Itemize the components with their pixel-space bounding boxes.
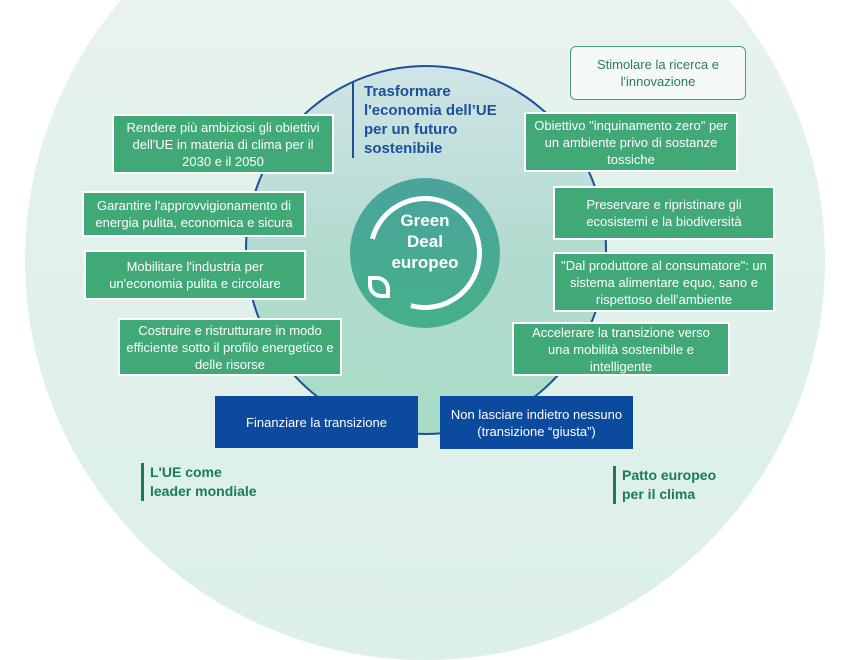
- title-line: Trasformare: [364, 83, 451, 100]
- item-sustainable-mobility: Accelerare la transizione verso una mobi…: [512, 322, 730, 376]
- item-building-renovation: Costruire e ristrutturare in modo effici…: [118, 318, 342, 376]
- title-line: per un futuro: [364, 121, 458, 138]
- item-financing: Finanziare la transizione: [215, 396, 418, 448]
- item-research-innovation: Stimolare la ricerca e l'innovazione: [570, 46, 746, 100]
- label-line: leader mondiale: [150, 483, 257, 499]
- title-line: l'economia dell’UE: [364, 102, 497, 119]
- green-deal-core: Green Deal europeo: [347, 175, 503, 331]
- title-line: sostenibile: [364, 140, 443, 157]
- item-zero-pollution: Obiettivo "inquinamento zero" per un amb…: [524, 112, 738, 172]
- diagram-title: Trasformare l'economia dell’UE per un fu…: [352, 82, 532, 158]
- label-line: L'UE come: [150, 464, 222, 480]
- leaf-icon: [368, 276, 390, 298]
- item-clean-energy: Garantire l'approvvigionamento di energi…: [82, 191, 306, 237]
- core-line: Deal: [407, 232, 443, 251]
- item-just-transition: Non lasciare indietro nessuno (transizio…: [440, 396, 633, 449]
- climate-pact-label: Patto europeo per il clima: [613, 466, 716, 504]
- core-line: Green: [400, 211, 450, 230]
- item-farm-to-fork: "Dal produttore al consumatore": un sist…: [553, 252, 775, 312]
- eu-leader-label: L'UE come leader mondiale: [141, 463, 257, 501]
- label-line: Patto europeo: [622, 467, 717, 483]
- item-biodiversity: Preservare e ripristinare gli ecosistemi…: [553, 186, 775, 240]
- label-line: per il clima: [622, 486, 696, 502]
- item-climate-ambition: Rendere più ambiziosi gli obiettivi dell…: [112, 114, 334, 174]
- item-circular-economy: Mobilitare l'industria per un'economia p…: [84, 250, 306, 300]
- core-line: europeo: [391, 253, 459, 272]
